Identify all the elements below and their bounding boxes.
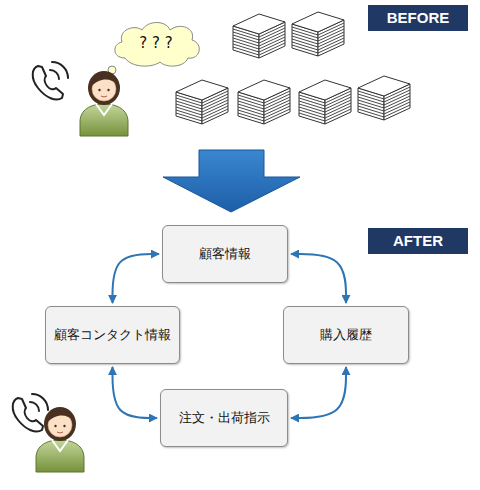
node-text: 顧客情報 bbox=[199, 246, 251, 262]
phone-icon bbox=[13, 394, 48, 432]
info-box: 顧客コンタクト情報 bbox=[45, 306, 180, 364]
cycle-arrow bbox=[113, 254, 160, 303]
cloud-shape bbox=[115, 23, 199, 67]
cycle-arrow bbox=[291, 367, 346, 418]
paper-stack bbox=[176, 80, 228, 124]
info-box: 購入履歴 bbox=[283, 306, 409, 364]
node-text: 注文・出荷指示 bbox=[179, 410, 270, 426]
paper-stack bbox=[358, 76, 410, 120]
section-label: BEFORE bbox=[368, 5, 468, 31]
operator-icon bbox=[80, 71, 128, 136]
node-text: ? ? ? bbox=[139, 34, 172, 52]
cycle-arrow bbox=[291, 254, 346, 303]
paper-stack bbox=[292, 12, 344, 56]
operator-icon bbox=[36, 407, 84, 472]
info-box: 注文・出荷指示 bbox=[160, 389, 288, 447]
paper-stack bbox=[233, 14, 285, 58]
cycle-arrow bbox=[113, 367, 158, 418]
section-label: AFTER bbox=[368, 228, 468, 254]
thought-bubble: ? ? ? bbox=[110, 18, 202, 68]
node-text: AFTER bbox=[393, 232, 443, 250]
node-text: 購入履歴 bbox=[320, 327, 372, 343]
paper-stack bbox=[299, 80, 351, 124]
node-text: 顧客コンタクト情報 bbox=[54, 327, 171, 343]
info-box: 顧客情報 bbox=[162, 225, 288, 283]
phone-icon bbox=[33, 62, 68, 100]
paper-stack bbox=[238, 80, 290, 124]
transition-arrow bbox=[163, 150, 300, 212]
node-text: BEFORE bbox=[387, 9, 450, 27]
